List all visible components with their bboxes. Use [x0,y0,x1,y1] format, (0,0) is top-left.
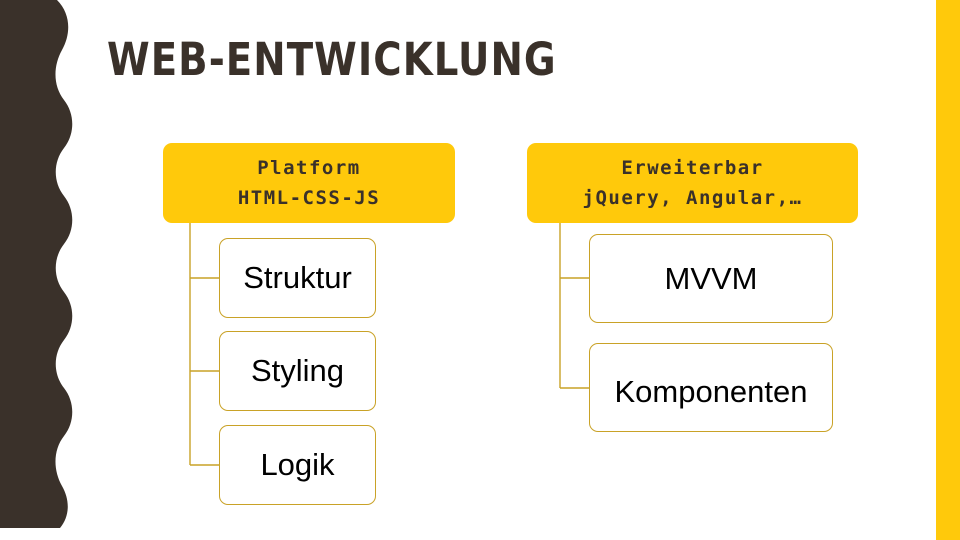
node-struktur[interactable]: Struktur [219,238,376,318]
branch-head-platform-line1: Platform [257,157,361,179]
node-styling[interactable]: Styling [219,331,376,411]
node-struktur-label: Struktur [243,260,352,295]
node-komponenten[interactable]: Komponenten [589,343,833,432]
node-logik[interactable]: Logik [219,425,376,505]
yellow-vertical-bar [936,0,960,540]
branch-head-erweiterbar[interactable]: Erweiterbar jQuery, Angular,… [527,143,858,223]
branch-head-platform[interactable]: Platform HTML-CSS-JS [163,143,455,223]
node-mvvm-label: MVVM [664,260,758,296]
branch-head-erweiterbar-line1: Erweiterbar [621,157,764,179]
branch-head-platform-line2: HTML-CSS-JS [237,187,381,209]
node-mvvm[interactable]: MVVM [589,234,833,323]
page-title: WEB-ENTWICKLUNG [107,33,557,86]
node-komponenten-label: Komponenten [614,373,808,409]
node-styling-label: Styling [250,353,345,388]
branch-head-erweiterbar-line2: jQuery, Angular,… [582,187,803,209]
node-logik-label: Logik [260,447,335,482]
